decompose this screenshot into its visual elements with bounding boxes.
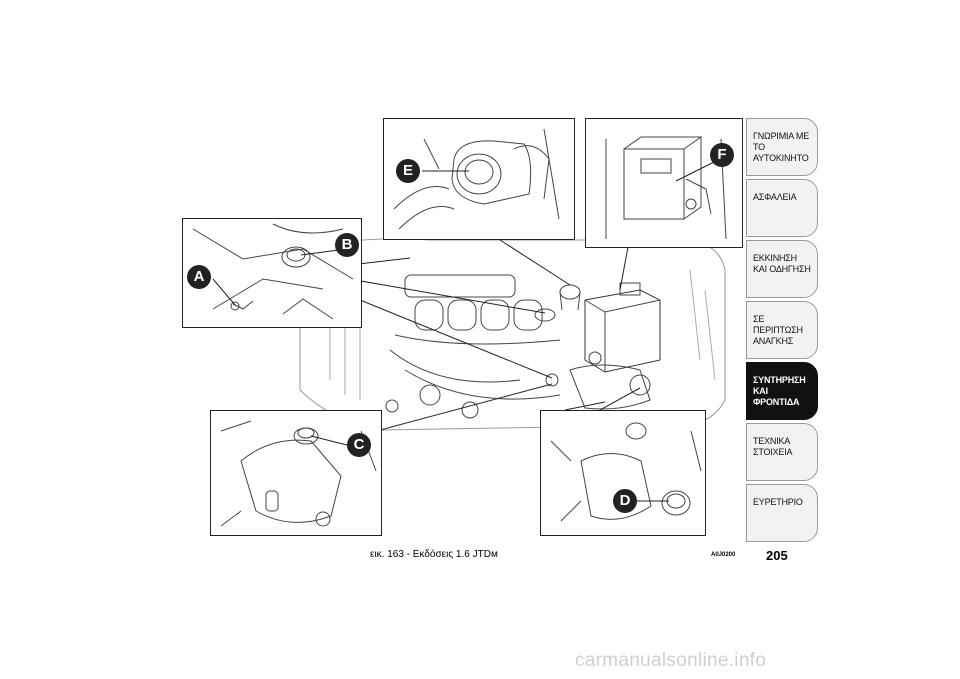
detail-panel-f: F bbox=[585, 118, 743, 248]
tab-getting-to-know[interactable]: ΓΝΩΡΙΜΙΑ ΜΕ ΤΟ ΑΥΤΟΚΙΝΗΤΟ bbox=[746, 118, 818, 176]
watermark: carmanualsonline.info bbox=[575, 650, 767, 671]
detail-e-drawing bbox=[384, 119, 574, 239]
figure-code: A0J0200 bbox=[711, 552, 736, 558]
detail-panel-d: D bbox=[540, 410, 706, 536]
detail-panel-e: E bbox=[383, 118, 575, 240]
detail-d-drawing bbox=[541, 411, 705, 535]
tab-technical-data[interactable]: ΤΕΧΝΙΚΑ ΣΤΟΙΧΕΙΑ bbox=[746, 423, 818, 481]
detail-panel-ab: A B bbox=[182, 218, 362, 328]
page-number: 205 bbox=[766, 548, 788, 563]
tab-starting-driving[interactable]: ΕΚΚΙΝΗΣΗ ΚΑΙ ΟΔΗΓΗΣΗ bbox=[746, 240, 818, 298]
callout-c: C bbox=[347, 433, 371, 457]
tab-emergency[interactable]: ΣΕ ΠΕΡΙΠΤΩΣΗ ΑΝΑΓΚΗΣ bbox=[746, 301, 818, 359]
tab-maintenance[interactable]: ΣΥΝΤΗΡΗΣΗ ΚΑΙ ΦΡΟΝΤΙΔΑ bbox=[746, 362, 818, 420]
detail-ab-drawing bbox=[183, 219, 361, 327]
figure-caption: εικ. 163 - Εκδόσεις 1.6 JTDᴍ bbox=[370, 549, 498, 560]
callout-a: A bbox=[187, 265, 211, 289]
detail-f-drawing bbox=[586, 119, 742, 247]
callout-e: E bbox=[396, 159, 420, 183]
callout-b: B bbox=[335, 233, 359, 257]
callout-d: D bbox=[613, 489, 637, 513]
callout-f: F bbox=[710, 143, 734, 167]
tab-index[interactable]: ΕΥΡΕΤΗΡΙΟ bbox=[746, 484, 818, 542]
detail-panel-c: C bbox=[210, 410, 382, 536]
tab-safety[interactable]: ΑΣΦΑΛΕΙΑ bbox=[746, 179, 818, 237]
detail-c-drawing bbox=[211, 411, 381, 535]
